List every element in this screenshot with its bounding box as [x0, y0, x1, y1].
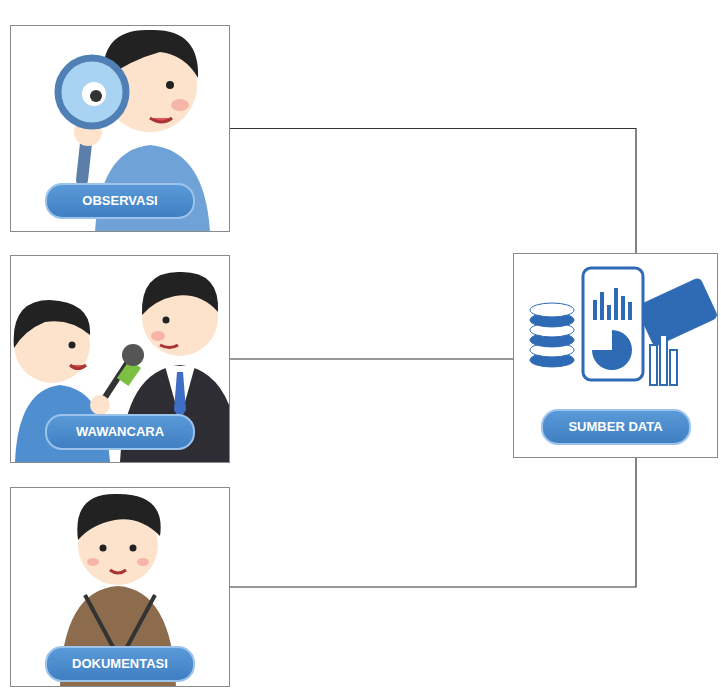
- data-source-icon: [530, 268, 718, 385]
- label-pill: DOKUMENTASI: [45, 646, 195, 682]
- source-box: DOKUMENTASI: [10, 487, 230, 687]
- phone: [583, 268, 643, 380]
- source-box: SUMBER DATA: [513, 253, 718, 458]
- connector-line: [230, 129, 636, 254]
- connector-line: [230, 458, 636, 587]
- bar-chart: [593, 288, 632, 320]
- source-box: OBSERVASI: [10, 25, 230, 232]
- label-pill: WAWANCARA: [45, 414, 195, 450]
- column-bars: [650, 335, 677, 385]
- coin-stack: [530, 303, 574, 367]
- label-pill: SUMBER DATA: [541, 409, 691, 445]
- interview-figures: [14, 272, 229, 462]
- credit-card: [636, 277, 718, 346]
- pie-chart: [592, 330, 632, 370]
- source-box: WAWANCARA: [10, 255, 230, 463]
- label-pill: OBSERVASI: [45, 183, 195, 219]
- connector-line: [230, 358, 513, 359]
